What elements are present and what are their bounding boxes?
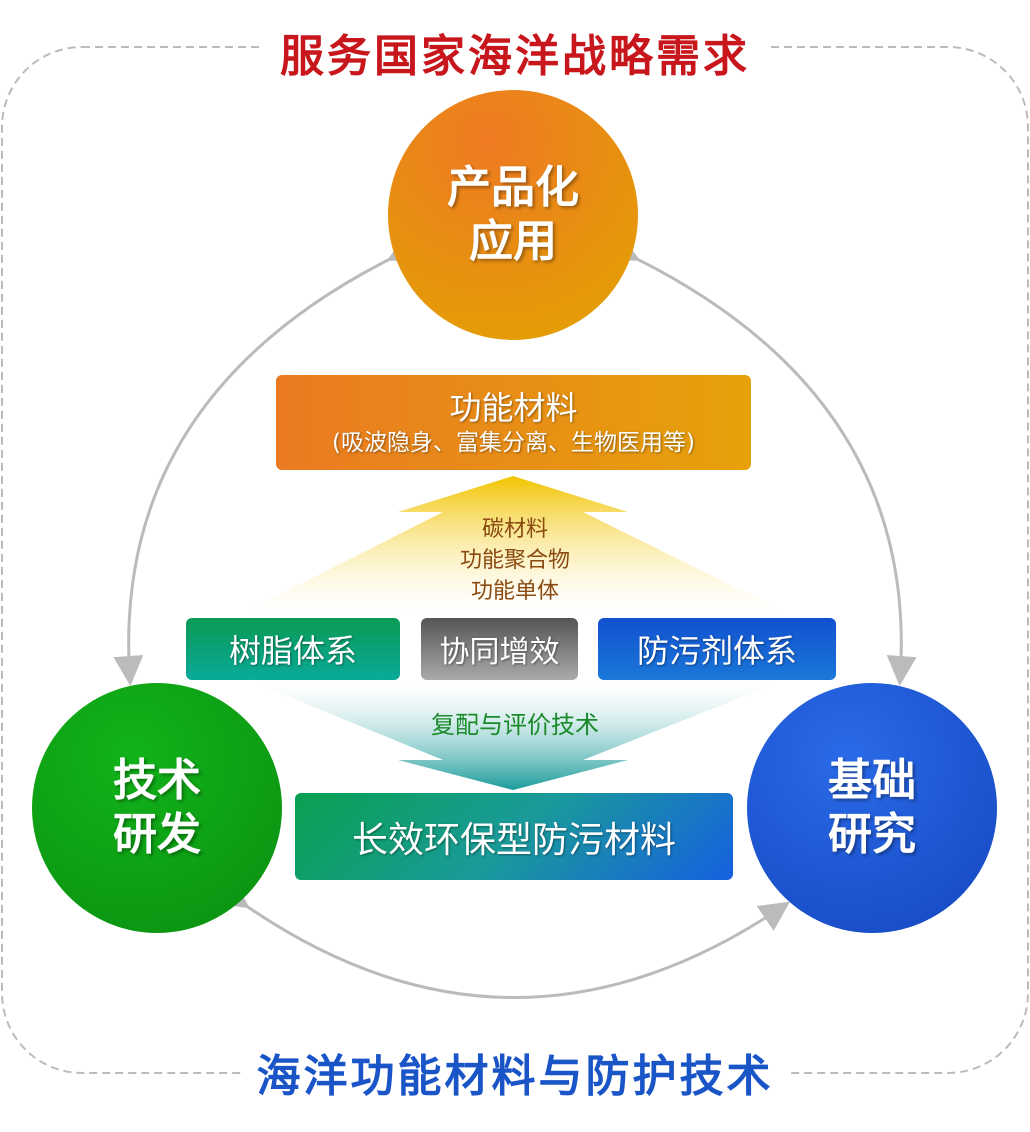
up-arrow [245,476,785,612]
circle-tech-development: 技术 研发 [32,683,282,933]
synergy-box: 协同增效 [421,618,578,680]
label-functional-polymers: 功能聚合物 [459,548,570,573]
arc-left [113,233,421,686]
bottom-title: 海洋功能材料与防护技术 [0,1040,1030,1104]
circle-product-application: 产品化 应用 [388,90,638,340]
functional-materials-subtitle: (吸波隐身、富集分离、生物医用等) [332,429,695,456]
label-carbon-materials: 碳材料 [481,517,548,542]
antifouling-agent-box: 防污剂体系 [598,618,836,680]
arc-bottom [216,879,790,999]
down-arrow-label: 复配与评价技术 [431,711,599,739]
arc-right [606,233,917,686]
label-functional-monomers: 功能单体 [470,579,559,604]
down-arrow [258,684,775,790]
resin-system-box: 树脂体系 [186,618,400,680]
circle-basic-research: 基础 研究 [747,683,997,933]
functional-materials-box: 功能材料 (吸波隐身、富集分离、生物医用等) [276,375,751,470]
top-title: 服务国家海洋战略需求 [0,20,1030,84]
antifouling-materials-box: 长效环保型防污材料 [295,793,733,880]
up-arrow-labels: 碳材料 功能聚合物 功能单体 [0,514,1030,607]
functional-materials-title: 功能材料 [449,388,578,427]
